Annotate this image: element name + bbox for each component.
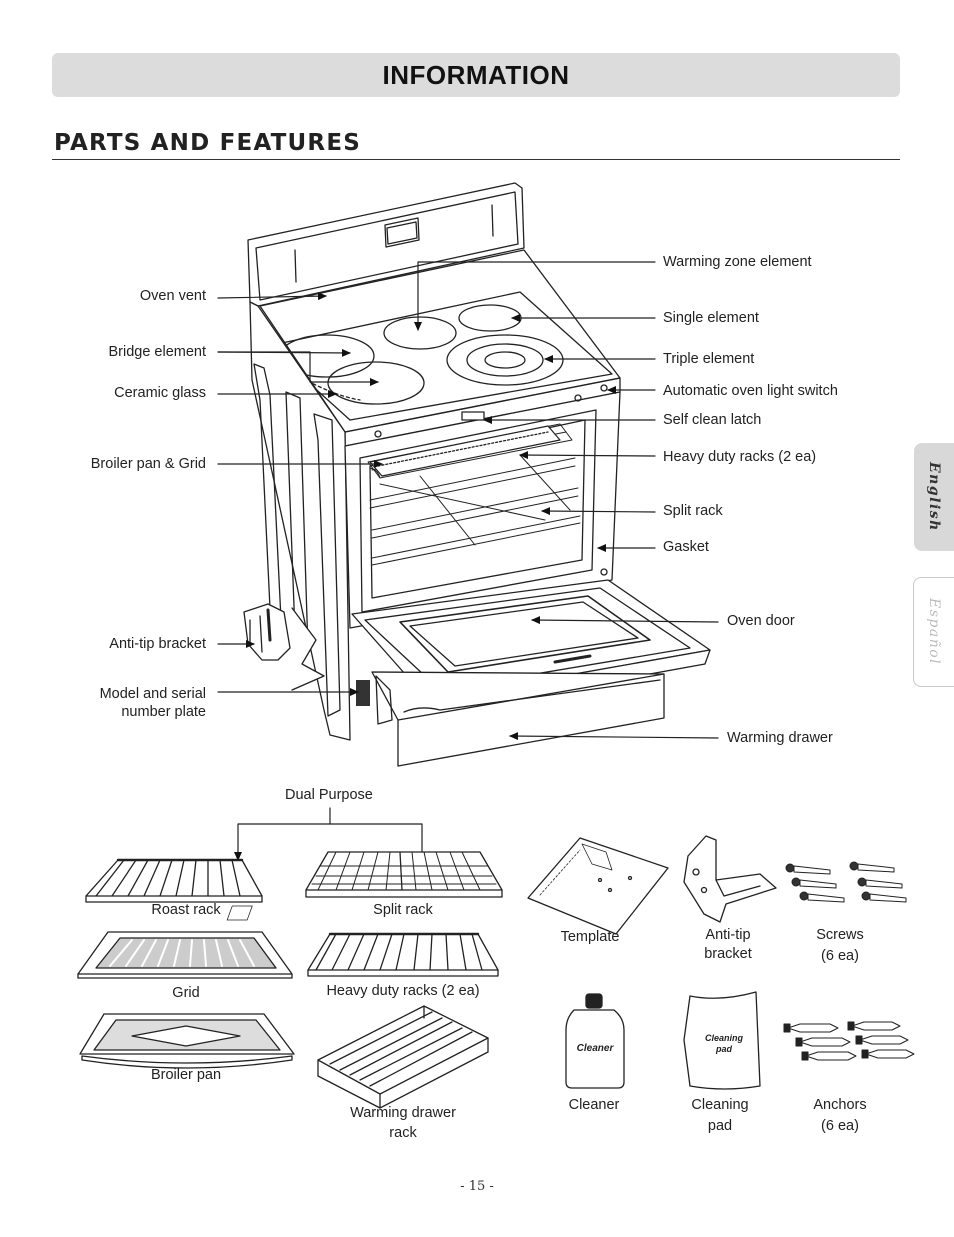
label-anti-tip-2: bracket	[704, 946, 752, 962]
warming-drawer-rack-illustration	[317, 1005, 489, 1109]
label-anti-tip-bracket: Anti-tip bracket	[109, 636, 206, 652]
pad-text-1: Cleaning	[704, 1033, 743, 1043]
label-cleaner: Cleaner	[568, 1097, 620, 1113]
anchors-illustration	[783, 1021, 915, 1061]
label-ceramic-glass: Ceramic glass	[114, 385, 206, 401]
section-title: PARTS AND FEATURES	[54, 130, 362, 156]
label-broiler-pan: Broiler pan	[150, 1067, 222, 1083]
anti-tip-bracket-illustration	[683, 835, 777, 923]
page-number: - 15 -	[460, 1179, 494, 1194]
label-screws-2: (6 ea)	[821, 948, 859, 964]
label-triple-element: Triple element	[663, 351, 755, 367]
cleaner-bottle-text: Cleaner	[576, 1043, 614, 1054]
label-model-serial-1: Model and serial	[99, 686, 206, 702]
split-rack-illustration	[305, 851, 503, 898]
label-template: Template	[560, 929, 620, 945]
section-rule	[52, 159, 900, 160]
label-broiler-pan-grid: Broiler pan & Grid	[90, 456, 206, 472]
header-banner: INFORMATION	[52, 53, 900, 97]
label-cleaning-pad-2: pad	[707, 1118, 733, 1134]
label-model-serial-2: number plate	[121, 704, 206, 720]
label-single-element: Single element	[663, 310, 759, 326]
tab-espanol[interactable]: Español	[913, 577, 954, 687]
label-oven-vent: Oven vent	[139, 288, 206, 304]
tab-espanol-label: Español	[926, 598, 942, 666]
heavy-duty-racks-illustration	[307, 932, 499, 977]
callout-lines	[217, 261, 719, 861]
roast-rack-illustration	[85, 858, 263, 903]
label-dual-purpose: Dual Purpose	[285, 787, 373, 803]
cleaner-bottle-illustration	[565, 993, 625, 1089]
label-grid: Grid	[172, 985, 200, 1001]
broiler-pan-illustration	[79, 1013, 295, 1069]
label-warming-zone-element: Warming zone element	[663, 254, 812, 270]
label-heavy-duty-racks: Heavy duty racks (2 ea)	[663, 449, 817, 465]
cleaning-pad-illustration	[683, 991, 761, 1090]
tab-english[interactable]: English	[914, 443, 954, 551]
label-oven-light-switch: Automatic oven light switch	[663, 383, 838, 399]
template-illustration	[226, 837, 669, 935]
label-warming-drawer-rack-2: rack	[389, 1125, 417, 1141]
label-split-rack-acc: Split rack	[373, 902, 433, 918]
pad-text-2: pad	[715, 1044, 732, 1054]
label-anchors-2: (6 ea)	[821, 1118, 859, 1134]
label-heavy-duty-racks-acc: Heavy duty racks (2 ea)	[326, 983, 480, 999]
tab-english-label: English	[926, 462, 942, 532]
grid-illustration	[77, 931, 293, 979]
label-self-clean-latch: Self clean latch	[663, 412, 762, 428]
label-warming-drawer-rack-1: Warming drawer	[350, 1105, 456, 1121]
label-gasket: Gasket	[663, 539, 709, 555]
label-anti-tip-1: Anti-tip	[705, 927, 751, 943]
page-title: INFORMATION	[382, 59, 570, 90]
label-screws-1: Screws	[816, 927, 864, 943]
screws-illustration	[785, 861, 907, 903]
label-anchors-1: Anchors	[813, 1097, 867, 1113]
label-split-rack: Split rack	[663, 503, 723, 519]
label-warming-drawer: Warming drawer	[727, 730, 833, 746]
label-cleaning-pad-1: Cleaning	[691, 1097, 749, 1113]
range-illustration	[243, 182, 711, 767]
label-bridge-element: Bridge element	[108, 344, 206, 360]
label-roast-rack: Roast rack	[151, 902, 221, 918]
label-oven-door: Oven door	[727, 613, 795, 629]
